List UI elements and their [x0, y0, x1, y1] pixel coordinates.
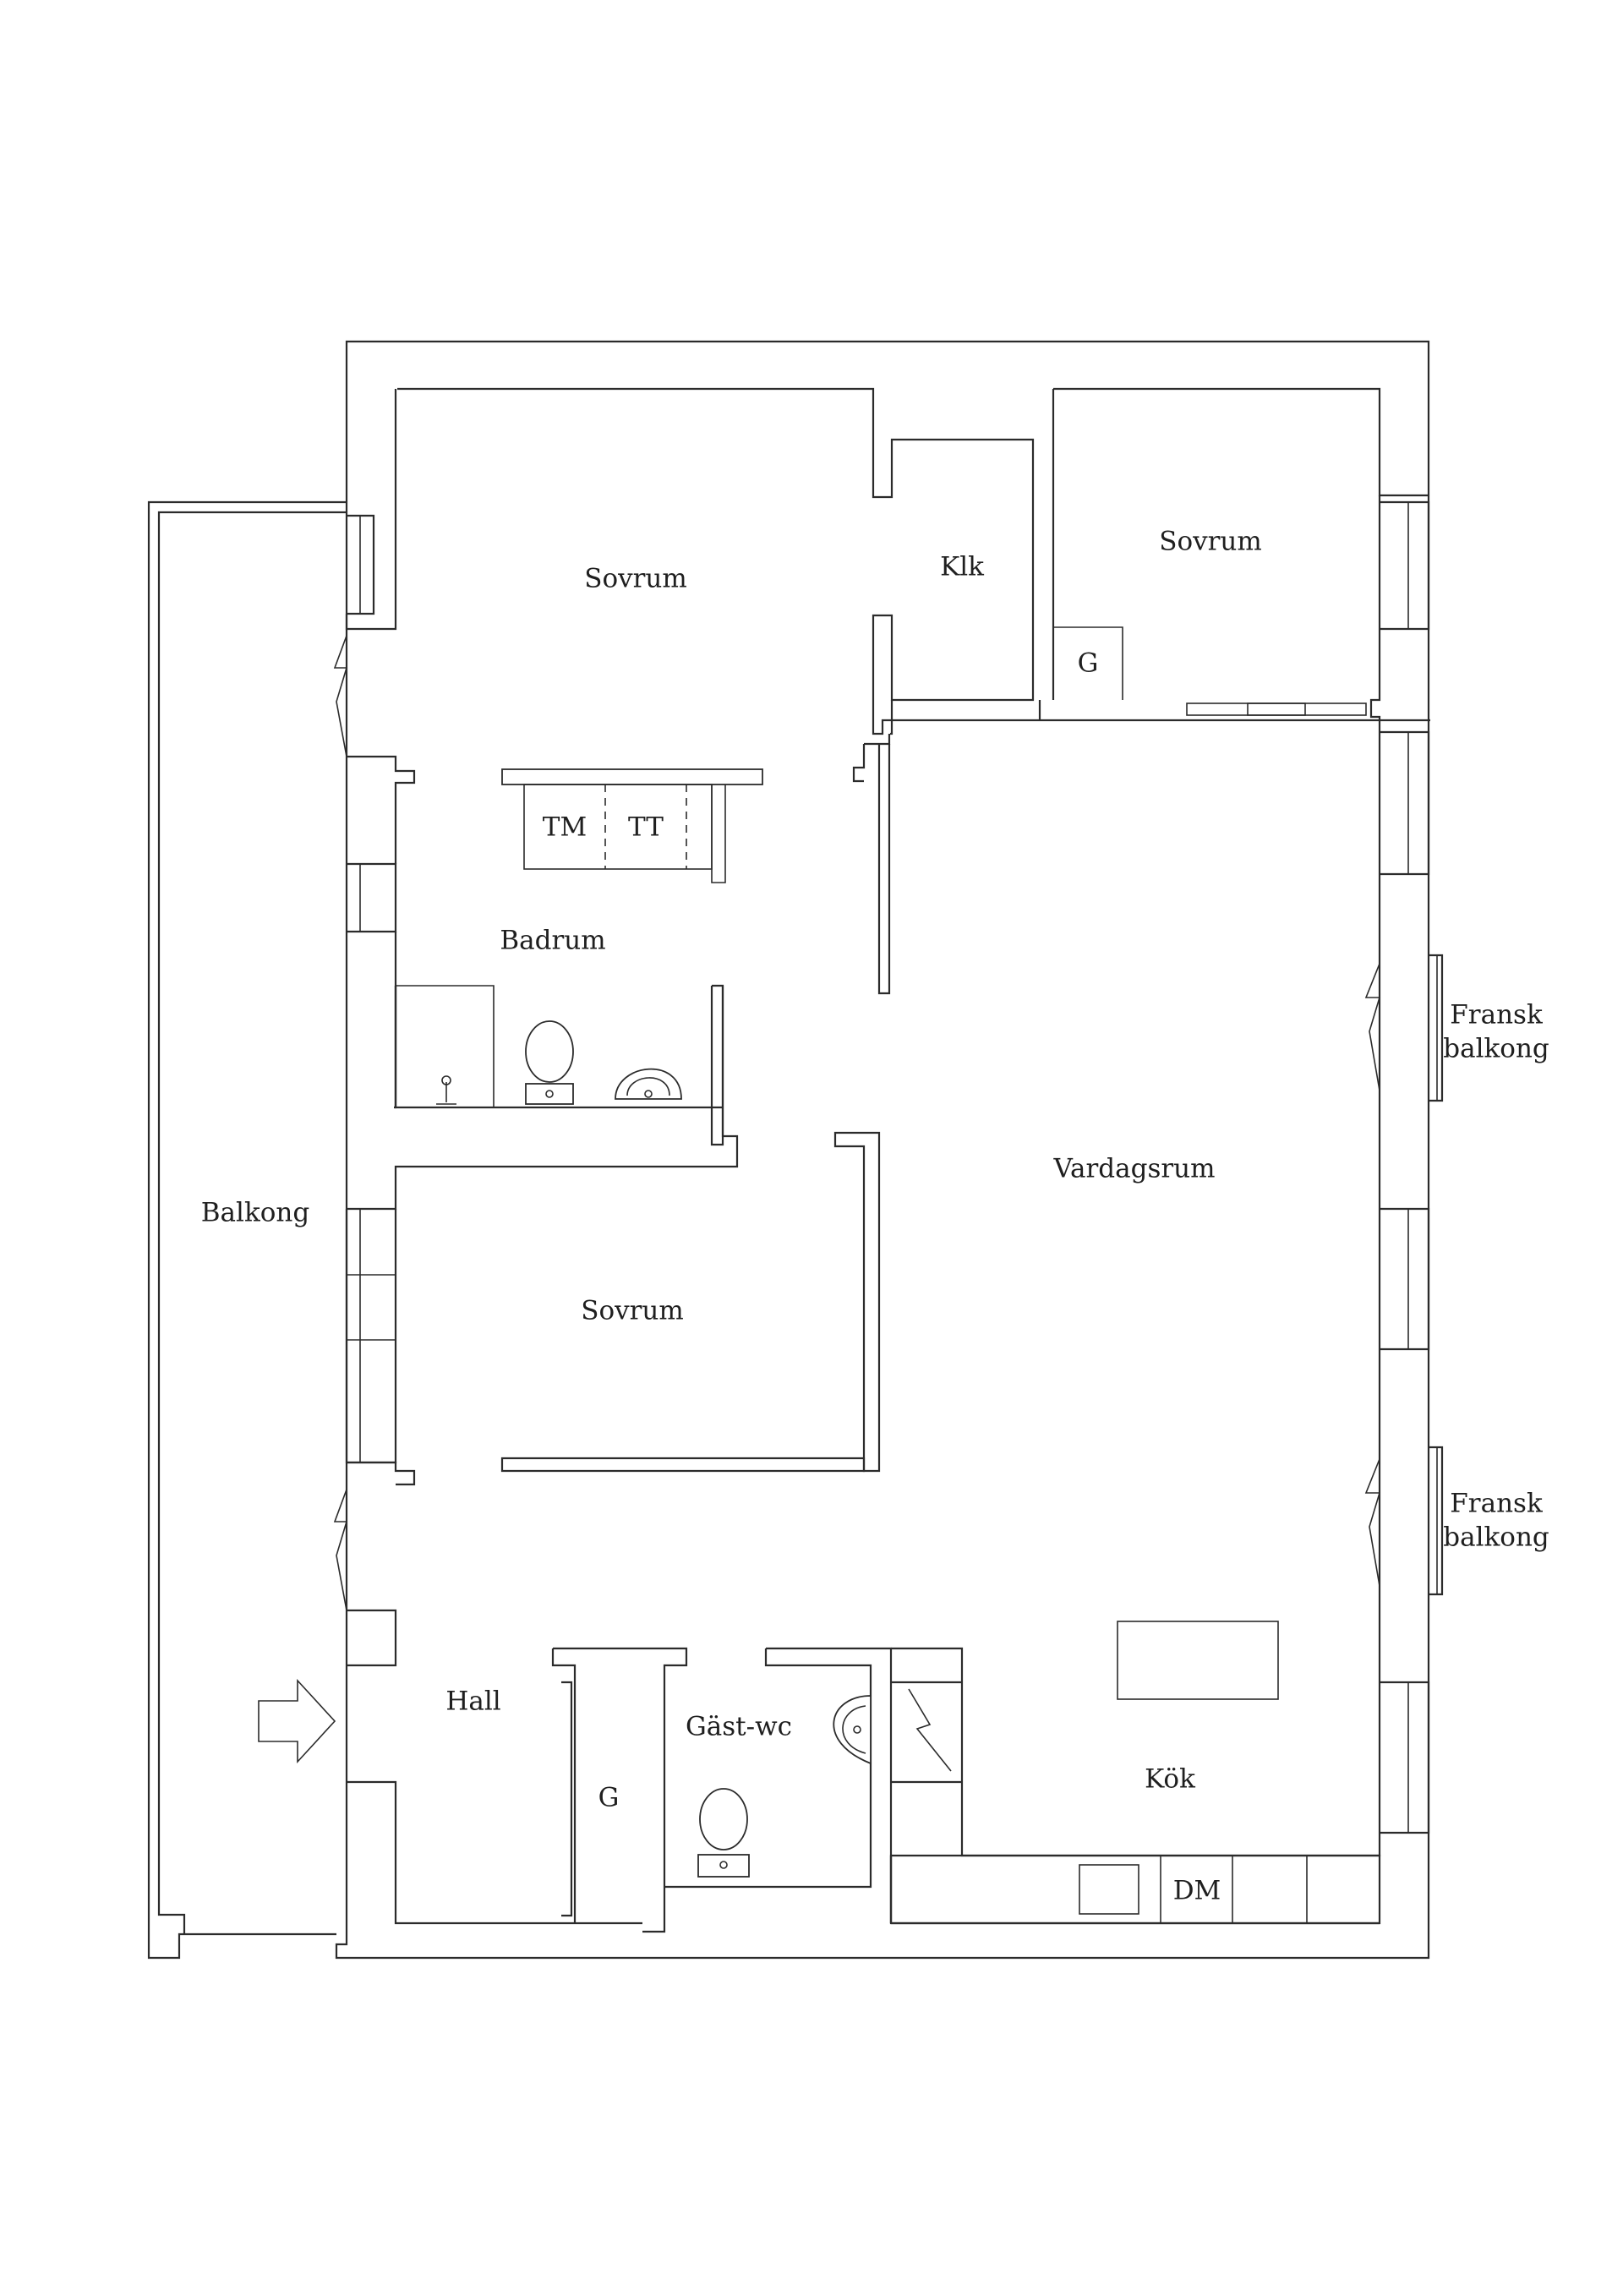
toilet-icon	[525, 1020, 574, 1105]
room-label-vardagsrum: Vardagsrum	[1052, 1154, 1215, 1184]
entrance-arrow-icon	[258, 1678, 336, 1764]
kitchen-cabinets	[889, 1621, 1381, 1925]
room-label-badrum: Badrum	[500, 926, 605, 956]
room-label-hall: Hall	[445, 1686, 500, 1717]
label-fransk-balkong-1-line2: balkong	[1443, 1034, 1549, 1064]
label-fransk-balkong-1-line1: Fransk	[1450, 1000, 1543, 1030]
room-label-sovrum-middle: Sovrum	[581, 1296, 684, 1326]
room-label-klk: Klk	[940, 552, 984, 582]
shower-icon	[436, 1075, 456, 1105]
bathroom-fixtures	[396, 985, 682, 1107]
room-label-sovrum-top: Sovrum	[584, 564, 687, 594]
label-dm: DM	[1173, 1876, 1221, 1906]
room-label-garderob-top: G	[1078, 648, 1099, 679]
toilet-icon	[697, 1788, 750, 1878]
sink-icon	[615, 1068, 682, 1100]
label-tm: TM	[543, 812, 587, 843]
laundry-counter	[501, 768, 763, 883]
room-labels: Sovrum Klk Sovrum G TM TT Badrum Balkong…	[201, 527, 1549, 1906]
left-wall-openings	[333, 389, 739, 1925]
exterior-walls	[335, 340, 1430, 1960]
sink-icon	[833, 1695, 872, 1765]
hall-guest-wc	[551, 1647, 1380, 1933]
label-fransk-balkong-2-line1: Fransk	[1450, 1489, 1543, 1519]
room-label-sovrum-right: Sovrum	[1159, 527, 1262, 557]
room-label-garderob-hall: G	[598, 1783, 620, 1813]
guest-wc-fixtures	[697, 1695, 872, 1878]
label-fransk-balkong-2-line2: balkong	[1443, 1522, 1549, 1553]
sovrum-right-details	[1052, 389, 1367, 716]
room-label-balkong: Balkong	[201, 1198, 309, 1228]
label-tt: TT	[628, 812, 664, 843]
interior-walls	[394, 693, 1430, 1473]
balcony-outline	[147, 500, 347, 1960]
room-label-kok: Kök	[1145, 1764, 1195, 1795]
room-label-gast-wc: Gäst-wc	[686, 1712, 792, 1742]
